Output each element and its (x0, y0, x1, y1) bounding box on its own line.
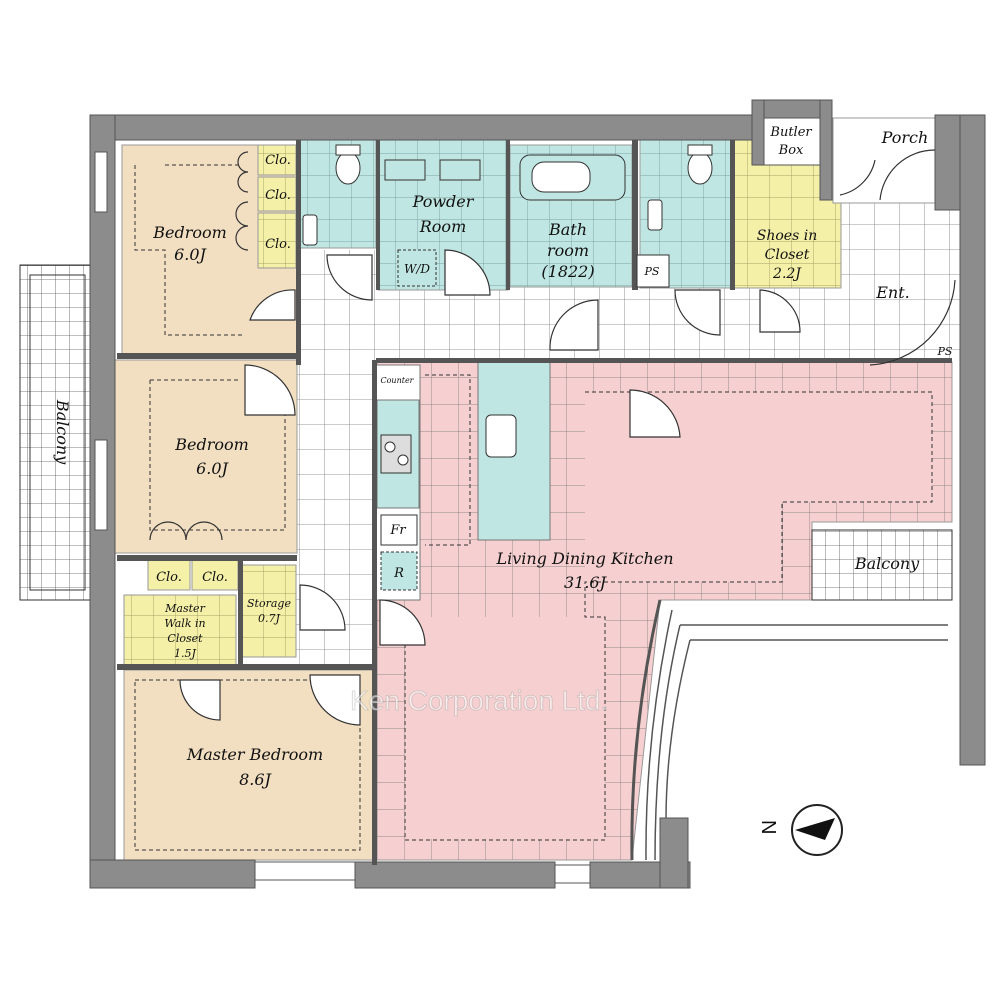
storage-size: 0.7J (258, 612, 280, 625)
master-wic-size: 1.5J (174, 647, 196, 660)
powder-room-line2: Room (419, 217, 466, 236)
bath-room-line3: (1822) (541, 262, 594, 281)
butler-box-line2: Box (778, 143, 804, 158)
ldk-carpet-area (405, 617, 605, 839)
compass-label: N (757, 820, 779, 834)
butler-box-floor (759, 114, 823, 166)
closet-top-2 (257, 176, 297, 212)
powder-room-line1: Powder (412, 192, 475, 211)
balcony-west-label: Balcony (53, 399, 72, 465)
closet-top-3 (257, 212, 297, 269)
bedroom-top-name: Bedroom (152, 223, 227, 242)
storage-floor (241, 564, 297, 658)
compass-icon: N (757, 804, 843, 856)
ps-label-2: PS (937, 345, 953, 358)
washer-dryer-label: W/D (404, 262, 430, 276)
shoes-closet-line1: Shoes in (757, 228, 817, 244)
porch-floor (832, 117, 939, 204)
shoes-closet-line2: Closet (765, 247, 810, 263)
bedroom-top-size: 6.0J (174, 245, 207, 264)
master-wic-line1: Master (164, 602, 205, 615)
bath-room-line1: Bath (548, 220, 587, 239)
fridge-label: Fr (389, 523, 406, 538)
balcony-west-inner (29, 274, 86, 591)
balcony-west-floor (19, 264, 96, 601)
closet-label-top-1: Clo. (265, 153, 291, 168)
closet-label-top-3: Clo. (265, 237, 291, 252)
bedroom-mid-name: Bedroom (174, 435, 249, 454)
closet-top-1 (257, 144, 297, 176)
balcony-east-floor (811, 529, 953, 601)
master-bedroom-size: 8.6J (239, 770, 272, 789)
windows (94, 151, 591, 884)
bath-room-line2: room (547, 241, 589, 260)
ps-label-1: PS (644, 265, 660, 278)
ldk-name: Living Dining Kitchen (495, 549, 673, 568)
r-label: R (393, 566, 404, 581)
storage-name: Storage (247, 597, 291, 610)
entrance-label: Ent. (875, 283, 910, 302)
balcony-east-label: Balcony (854, 554, 920, 573)
master-wic-line3: Closet (167, 632, 203, 645)
porch-label: Porch (881, 128, 929, 147)
closet-label-mid-1: Clo. (156, 570, 182, 585)
door-swings (149, 149, 956, 726)
closet-label-mid-2: Clo. (202, 570, 228, 585)
ldk-size: 31.6J (564, 573, 608, 592)
bedroom-mid-size: 6.0J (196, 459, 229, 478)
master-wic-line2: Walk in (164, 617, 205, 630)
curved-balcony-rail (630, 599, 662, 861)
master-bedroom-name: Master Bedroom (186, 745, 323, 764)
master-wic-floor (123, 594, 237, 668)
fixtures (302, 144, 713, 591)
closet-label-top-2: Clo. (265, 188, 291, 203)
watermark: Ken Corporation Ltd. (350, 685, 608, 716)
counter-label: Counter (380, 376, 414, 385)
ldk-living-area (585, 392, 932, 582)
butler-box-line1: Butler (769, 125, 812, 140)
kitchen-sink (485, 414, 517, 458)
shoes-closet-size: 2.2J (772, 266, 802, 282)
